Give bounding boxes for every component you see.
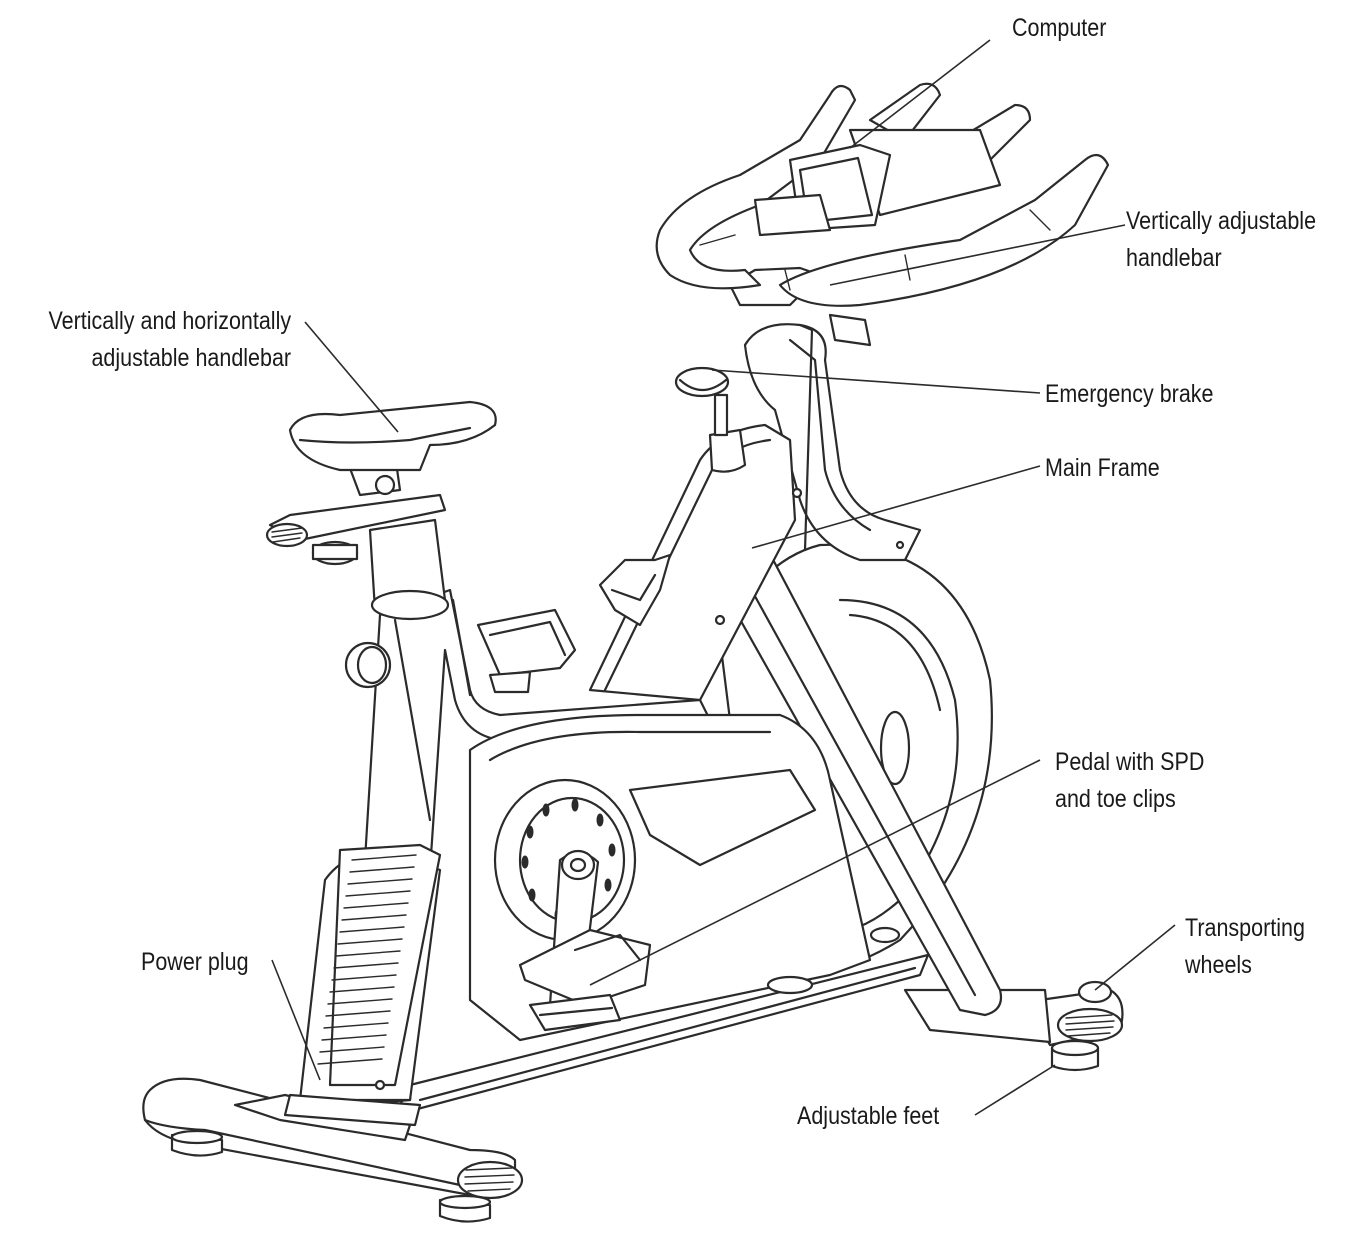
label-handlebar-front-line1: Vertically adjustable bbox=[1126, 207, 1317, 235]
label-power-plug-text: Power plug bbox=[141, 948, 249, 976]
label-main-frame: Main Frame bbox=[1045, 450, 1160, 487]
rear-base-bar bbox=[903, 980, 1124, 1072]
label-transport-wheels: Transporting wheels bbox=[1185, 910, 1305, 984]
label-seat: Vertically and horizontally adjustable h… bbox=[48, 303, 291, 377]
label-transport-wheels-line1: Transporting bbox=[1185, 914, 1305, 942]
leader-lines bbox=[271, 39, 1176, 1116]
handlebar bbox=[655, 82, 1110, 347]
label-pedal: Pedal with SPD and toe clips bbox=[1055, 744, 1204, 818]
label-seat-line1: Vertically and horizontally bbox=[48, 307, 291, 335]
leader-seat bbox=[304, 321, 399, 433]
label-seat-line2: adjustable handlebar bbox=[91, 344, 291, 372]
label-handlebar-front: Vertically adjustable handlebar bbox=[1126, 203, 1316, 277]
label-handlebar-front-line2: handlebar bbox=[1126, 244, 1222, 272]
label-main-frame-text: Main Frame bbox=[1045, 454, 1160, 482]
leader-handlebar bbox=[829, 224, 1126, 286]
leader-power-plug bbox=[271, 959, 321, 1081]
leader-computer bbox=[849, 39, 991, 149]
mid-foot bbox=[766, 926, 901, 995]
front-pedal bbox=[518, 849, 652, 1032]
label-computer: Computer bbox=[1012, 10, 1106, 47]
label-computer-text: Computer bbox=[1012, 14, 1107, 42]
seat-adjust-knob bbox=[344, 641, 392, 689]
label-pedal-line2: and toe clips bbox=[1055, 785, 1176, 813]
leader-wheels bbox=[1094, 924, 1176, 991]
emergency-brake-knob bbox=[674, 366, 747, 473]
label-adjustable-feet: Adjustable feet bbox=[797, 1098, 939, 1135]
bottle-holder bbox=[598, 553, 672, 627]
rear-pedal bbox=[476, 608, 577, 694]
front-panel bbox=[283, 843, 442, 1127]
label-pedal-line1: Pedal with SPD bbox=[1055, 748, 1205, 776]
handlebar-post bbox=[743, 323, 922, 562]
leader-main-frame bbox=[751, 465, 1041, 549]
seat-assembly bbox=[265, 400, 497, 621]
leader-pedal bbox=[589, 759, 1041, 986]
leader-feet bbox=[974, 1064, 1056, 1116]
label-adjustable-feet-text: Adjustable feet bbox=[797, 1102, 940, 1130]
label-emergency-brake-text: Emergency brake bbox=[1045, 380, 1214, 408]
label-power-plug: Power plug bbox=[141, 944, 249, 981]
computer-console bbox=[753, 143, 892, 237]
leader-brake bbox=[711, 369, 1041, 394]
label-transport-wheels-line2: wheels bbox=[1185, 951, 1252, 979]
label-emergency-brake: Emergency brake bbox=[1045, 376, 1214, 413]
